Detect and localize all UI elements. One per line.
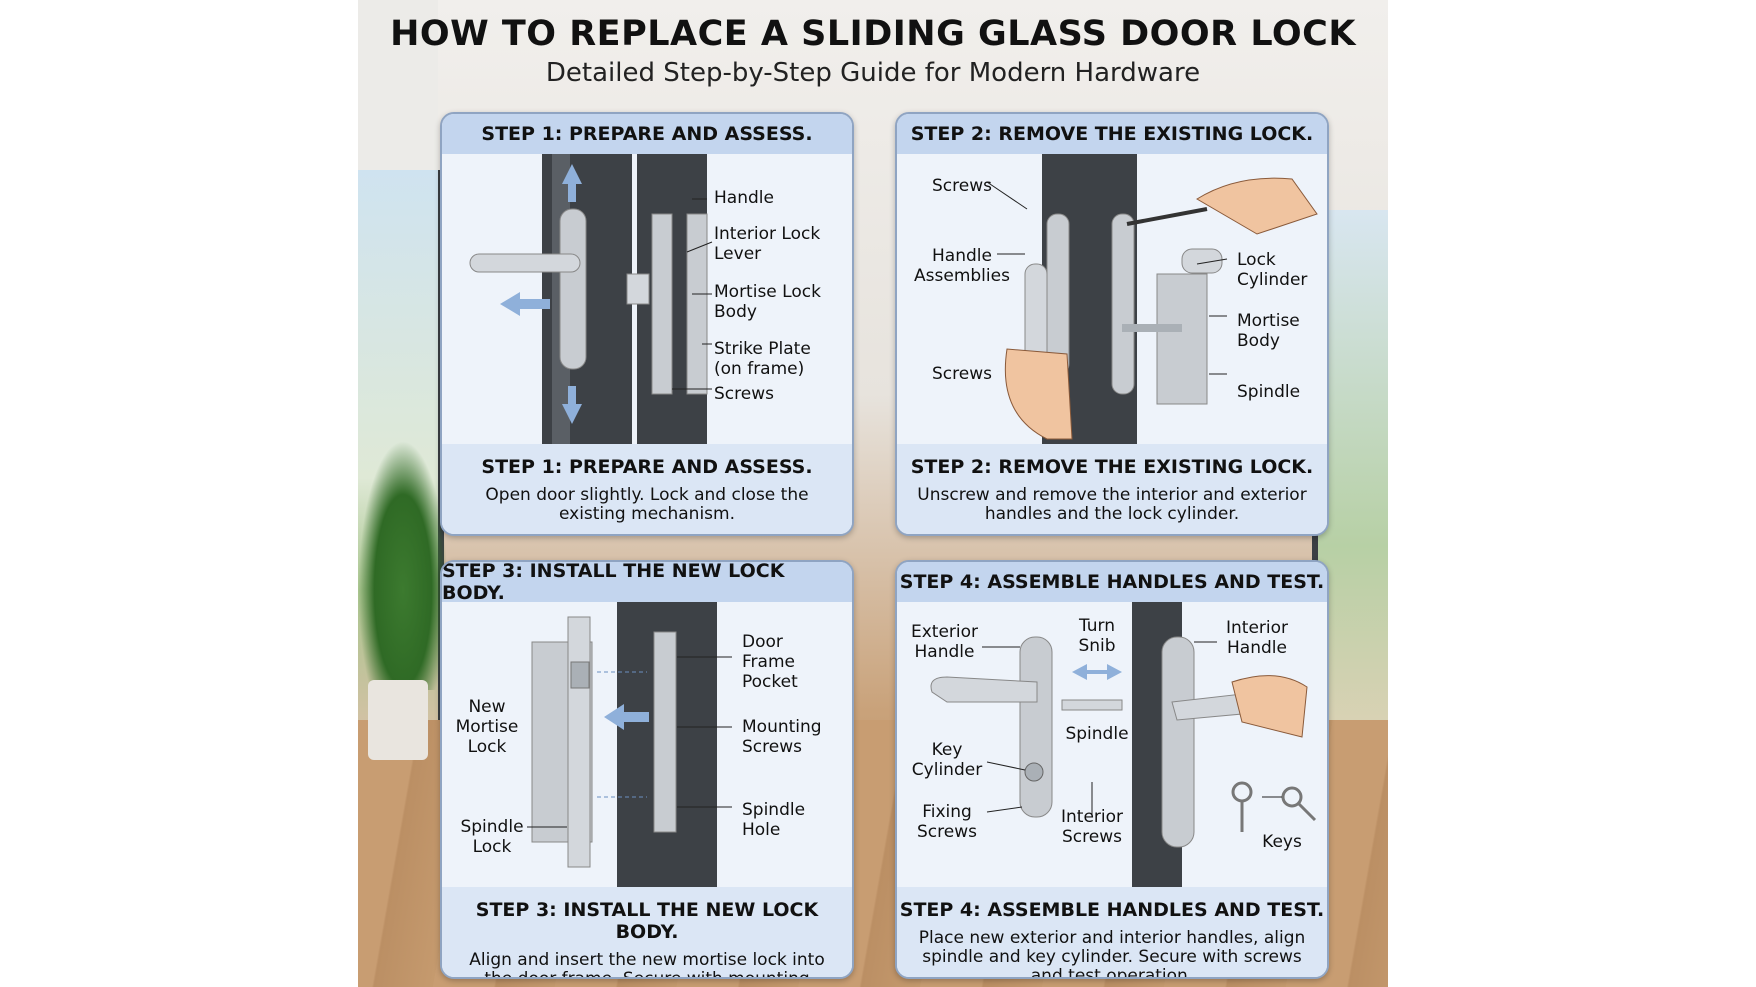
- exterior-handle: [930, 676, 1038, 703]
- step-3-card: STEP 3: INSTALL THE NEW LOCK BODY. New M…: [440, 560, 854, 979]
- label-turn-snib: Turn Snib: [1078, 616, 1116, 656]
- step-4-card: STEP 4: ASSEMBLE HANDLES AND TEST.: [895, 560, 1329, 979]
- label-strike-plate: Strike Plate (on frame): [714, 339, 811, 379]
- label-interior-lock-lever: Interior Lock Lever: [714, 224, 821, 264]
- arrow-left-icon: [500, 292, 520, 316]
- label-spindle: Spindle: [1065, 724, 1129, 744]
- step-2-drawing: [986, 154, 1318, 444]
- step-2-description: Unscrew and remove the interior and exte…: [917, 485, 1307, 524]
- interior-plate: [1111, 213, 1135, 395]
- leader-fixing: [986, 806, 1023, 813]
- step-4-drawing: [930, 602, 1317, 887]
- step-1-footer: STEP 1: PREPARE AND ASSESS. Open door sl…: [442, 444, 852, 534]
- arrow-down-icon: [562, 404, 582, 424]
- step-3-illustration: New Mortise Lock Spindle Lock Door Frame…: [442, 602, 852, 887]
- label-exterior-handle: Exterior Handle: [910, 622, 979, 662]
- key-icon: [1231, 781, 1253, 803]
- label-mortise-body: Mortise Body: [1237, 311, 1300, 351]
- arrow-left-shaft: [520, 299, 550, 309]
- step-2-footer-title: STEP 2: REMOVE THE EXISTING LOCK.: [910, 456, 1314, 478]
- spare-key-icon: [1281, 786, 1303, 808]
- label-lock-cylinder: Lock Cylinder: [1237, 250, 1308, 290]
- label-screws-top: Screws: [932, 176, 992, 196]
- step-1-card: STEP 1: PREPARE AND ASSESS.: [440, 112, 854, 536]
- mortise-body: [1156, 273, 1208, 405]
- step-4-header: STEP 4: ASSEMBLE HANDLES AND TEST.: [897, 562, 1327, 602]
- label-spindle: Spindle: [1237, 382, 1301, 402]
- label-handle-assemblies: Handle Assemblies: [914, 246, 1010, 286]
- label-handle: Handle: [714, 188, 774, 208]
- step-4-footer: STEP 4: ASSEMBLE HANDLES AND TEST. Place…: [897, 887, 1327, 977]
- step-2-header: STEP 2: REMOVE THE EXISTING LOCK.: [897, 114, 1327, 154]
- handle-plate: [559, 208, 587, 370]
- frame-pocket: [653, 631, 677, 833]
- step-3-drawing: [527, 602, 732, 887]
- arrow-left-icon: [604, 704, 624, 730]
- guide-poster: HOW TO REPLACE A SLIDING GLASS DOOR LOCK…: [358, 0, 1388, 987]
- page-subtitle: Detailed Step-by-Step Guide for Modern H…: [545, 58, 1201, 88]
- spindle-bar: [1122, 324, 1182, 332]
- hand-left: [1004, 348, 1073, 440]
- label-new-mortise-lock: New Mortise Lock: [455, 697, 519, 757]
- step-1-description: Open door slightly. Lock and close the e…: [485, 485, 809, 524]
- arrow-down-shaft: [568, 386, 576, 404]
- label-mounting-screws: Mounting Screws: [742, 717, 822, 757]
- step-3-description: Align and insert the new mortise lock in…: [469, 950, 825, 979]
- interior-plate: [1161, 636, 1195, 848]
- page-title: HOW TO REPLACE A SLIDING GLASS DOOR LOCK: [390, 14, 1356, 54]
- leader-screws-top: [986, 181, 1028, 210]
- label-mortise-lock-body: Mortise Lock Body: [714, 282, 821, 322]
- label-screws: Screws: [714, 384, 774, 404]
- label-interior-screws: Interior Screws: [1060, 807, 1123, 847]
- label-spindle-lock: Spindle Lock: [460, 817, 524, 857]
- mortise-plate: [651, 213, 673, 395]
- label-key-cylinder: Key Cylinder: [911, 740, 983, 780]
- step-4-description: Place new exterior and interior handles,…: [918, 928, 1306, 979]
- plant-pot: [368, 680, 428, 760]
- label-spindle-hole: Spindle Hole: [742, 800, 806, 840]
- arrow-left-shaft: [624, 712, 649, 722]
- step-1-header: STEP 1: PREPARE AND ASSESS.: [442, 114, 852, 154]
- door-handle: [469, 253, 581, 273]
- label-door-frame-pocket: Door Frame Pocket: [742, 632, 798, 692]
- mortise-faceplate: [567, 616, 591, 868]
- background-plant: [358, 440, 448, 690]
- mortise-body: [686, 213, 708, 395]
- step-2-footer: STEP 2: REMOVE THE EXISTING LOCK. Unscre…: [897, 444, 1327, 534]
- step-4-illustration: Exterior Handle Turn Snib Interior Handl…: [897, 602, 1327, 887]
- step-3-header: STEP 3: INSTALL THE NEW LOCK BODY.: [442, 562, 852, 604]
- screwdriver-icon: [1126, 207, 1208, 226]
- step-4-footer-title: STEP 4: ASSEMBLE HANDLES AND TEST.: [899, 899, 1325, 921]
- leader-cylinder: [1196, 258, 1228, 265]
- arrow-left-icon: [1072, 664, 1087, 680]
- step-3-footer: STEP 3: INSTALL THE NEW LOCK BODY. Align…: [442, 887, 852, 977]
- step-1-illustration: Handle Interior Lock Lever Mortise Lock …: [442, 154, 852, 444]
- step-2-illustration: Screws Handle Assemblies Screws Lock Cyl…: [897, 154, 1327, 444]
- handle-plate: [1046, 213, 1070, 375]
- hand-right: [1196, 177, 1318, 235]
- lock-cylinder: [1181, 248, 1223, 274]
- step-2-card: STEP 2: REMOVE THE EXISTING LOCK. Screws: [895, 112, 1329, 536]
- lock-latch: [626, 273, 650, 305]
- leader-cylinder: [986, 761, 1026, 771]
- step-1-footer-title: STEP 1: PREPARE AND ASSESS.: [481, 456, 813, 478]
- label-keys: Keys: [1262, 832, 1302, 852]
- label-interior-handle: Interior Handle: [1225, 618, 1288, 658]
- arrow-right-icon: [1107, 664, 1122, 680]
- spare-key-blade: [1296, 801, 1317, 822]
- key-cylinder-icon: [1024, 762, 1044, 782]
- label-screws-bottom: Screws: [932, 364, 992, 384]
- exterior-plate: [1019, 636, 1053, 818]
- arrow-up-shaft: [568, 184, 576, 202]
- leader-lever: [686, 241, 713, 253]
- hand-icon: [1231, 675, 1308, 738]
- latch-bolt: [570, 661, 590, 689]
- label-fixing-screws: Fixing Screws: [917, 802, 977, 842]
- spindle-bar: [1061, 699, 1123, 711]
- arrow-up-icon: [562, 164, 582, 184]
- step-1-drawing: [469, 154, 713, 444]
- step-3-footer-title: STEP 3: INSTALL THE NEW LOCK BODY.: [475, 899, 819, 943]
